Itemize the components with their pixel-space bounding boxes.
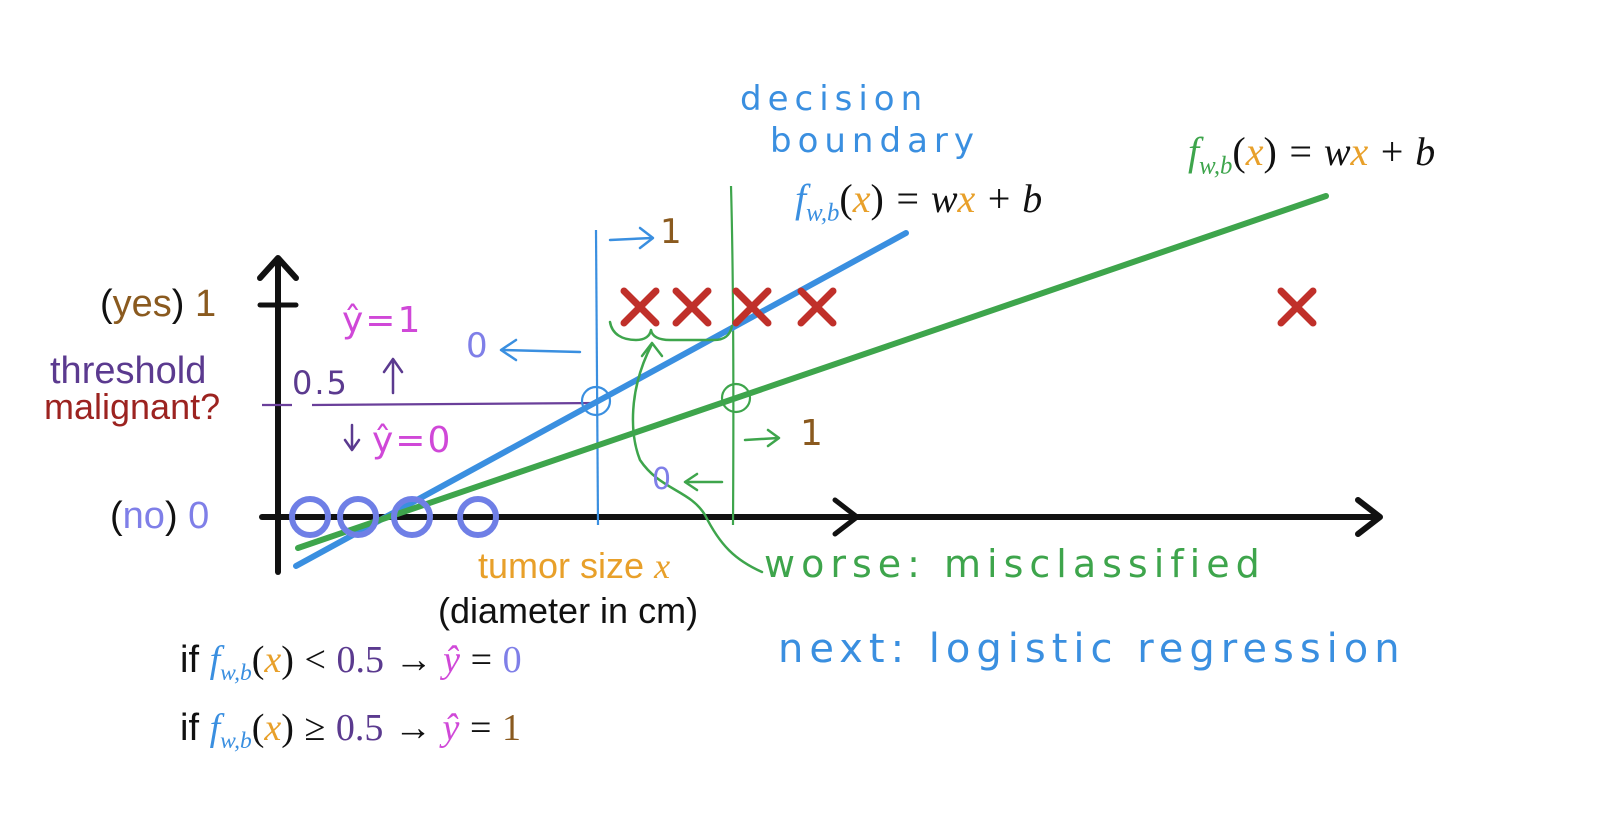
green-formula-x: x: [1245, 129, 1264, 174]
misclassified-bracket: [608, 320, 764, 574]
green-boundary-left-value: 0: [652, 462, 678, 497]
x-axis-first-arrowhead: [832, 497, 860, 537]
arrow-up-threshold-head: [382, 357, 404, 374]
decision-boundary-label: decision boundary: [740, 78, 980, 162]
decision-word: decision: [740, 79, 929, 119]
axes: [257, 255, 1383, 575]
positive-point-4: [797, 287, 837, 327]
blue-decision-boundary: [594, 229, 600, 526]
threshold-above-yhat: ŷ=1: [342, 300, 423, 341]
malignant-question: malignant?: [44, 386, 221, 427]
negative-point-2: [337, 496, 379, 538]
next-logistic-regression-note: next: logistic regression: [778, 626, 1406, 672]
negative-point-4: [457, 496, 499, 538]
boundary-word: boundary: [770, 121, 980, 161]
positive-point-2: [672, 287, 712, 327]
x-axis-unit: (diameter in cm): [438, 590, 699, 631]
arrow-to-1-green: [743, 436, 780, 442]
green-boundary-right-value: 1: [800, 413, 829, 454]
decision-rule-2: if fw,b(x) ≥ 0.5 → ŷ = 1: [180, 707, 521, 755]
threshold-line: [262, 401, 599, 407]
positive-point-5: [1277, 287, 1317, 327]
annotation-arrows: [343, 226, 781, 492]
blue-formula-f: fw,b: [795, 176, 840, 227]
arrow-down-threshold-head: [343, 438, 361, 452]
blue-boundary-right-value: 1: [660, 212, 688, 252]
negative-point-3: [391, 496, 433, 538]
arrow-to-1-blue-head: [638, 226, 655, 250]
decision-rule-1: if fw,b(x) < 0.5 → ŷ = 0: [180, 639, 522, 687]
arrow-to-0-blue-head: [499, 338, 518, 362]
green-regression-line: [295, 193, 1329, 551]
blue-model-formula: fw,b(x) = wx + b: [795, 176, 1043, 227]
y-axis-no-label: (no) 0: [110, 495, 210, 537]
arrow-to-0-blue: [500, 348, 582, 354]
threshold-below-yhat: ŷ=0: [372, 420, 453, 461]
positive-point-1: [620, 287, 660, 327]
x-axis-label: tumor size x: [478, 545, 671, 586]
positive-point-3: [732, 287, 772, 327]
blue-intersection-marker: [580, 385, 612, 417]
arrow-to-1-green-head: [766, 428, 781, 448]
arrow-to-0-green-head: [683, 472, 699, 492]
y-axis-yes-label: (yes) 1: [100, 283, 217, 325]
blue-boundary-left-value: 0: [466, 326, 494, 366]
green-model-formula: fw,b(x) = wx + b: [1188, 129, 1436, 180]
positive-class-points: [620, 287, 1317, 327]
negative-point-1: [289, 496, 331, 538]
arrow-to-1-blue: [608, 236, 654, 242]
green-formula-f: fw,b: [1188, 129, 1233, 180]
threshold-value: 0.5: [292, 364, 349, 402]
threshold-label: threshold: [50, 350, 207, 392]
green-decision-boundary: [729, 185, 735, 526]
worse-misclassified-note: worse: misclassified: [764, 542, 1266, 586]
worse-pointer: [631, 342, 764, 574]
negative-class-points: [289, 496, 499, 538]
y-axis-arrowhead: [257, 255, 299, 281]
x-axis-arrowhead: [1355, 497, 1383, 537]
blue-formula-x: x: [852, 176, 871, 221]
green-intersection-marker: [720, 382, 752, 414]
